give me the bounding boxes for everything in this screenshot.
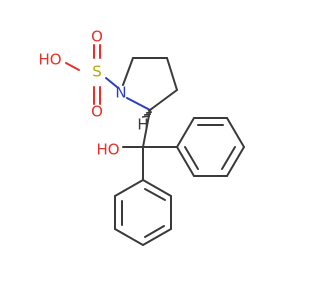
- atom-o-sulfonyl-bottom: O: [91, 103, 103, 121]
- atom-o-sulfonyl-top: O: [91, 28, 103, 46]
- phenyl-ring-bottom: [114, 179, 172, 246]
- bonds-group: [65, 44, 245, 246]
- bond-c2-n: [126, 97, 151, 111]
- bond-n-c5: [122, 57, 134, 86]
- bond-s-oh: [65, 62, 80, 71]
- atom-sulfur: S: [92, 63, 102, 81]
- atom-stereo-h: H: [137, 116, 148, 134]
- bond-c4-c3: [166, 57, 178, 91]
- bond-s-n: [105, 77, 118, 88]
- atom-o-hydroxy-carbinol: HO: [96, 141, 119, 159]
- atom-o-hydroxy-sulfonic: HO: [38, 51, 61, 69]
- atom-nitrogen: N: [115, 84, 126, 102]
- bond-c3-c2: [149, 89, 178, 111]
- bond-c2-ccarbinol: [142, 109, 151, 148]
- molecule-structure: O HO S O N H HO: [38, 28, 245, 246]
- atom-labels-group: O HO S O N H HO: [38, 28, 148, 159]
- phenyl-ring-right: [176, 117, 245, 177]
